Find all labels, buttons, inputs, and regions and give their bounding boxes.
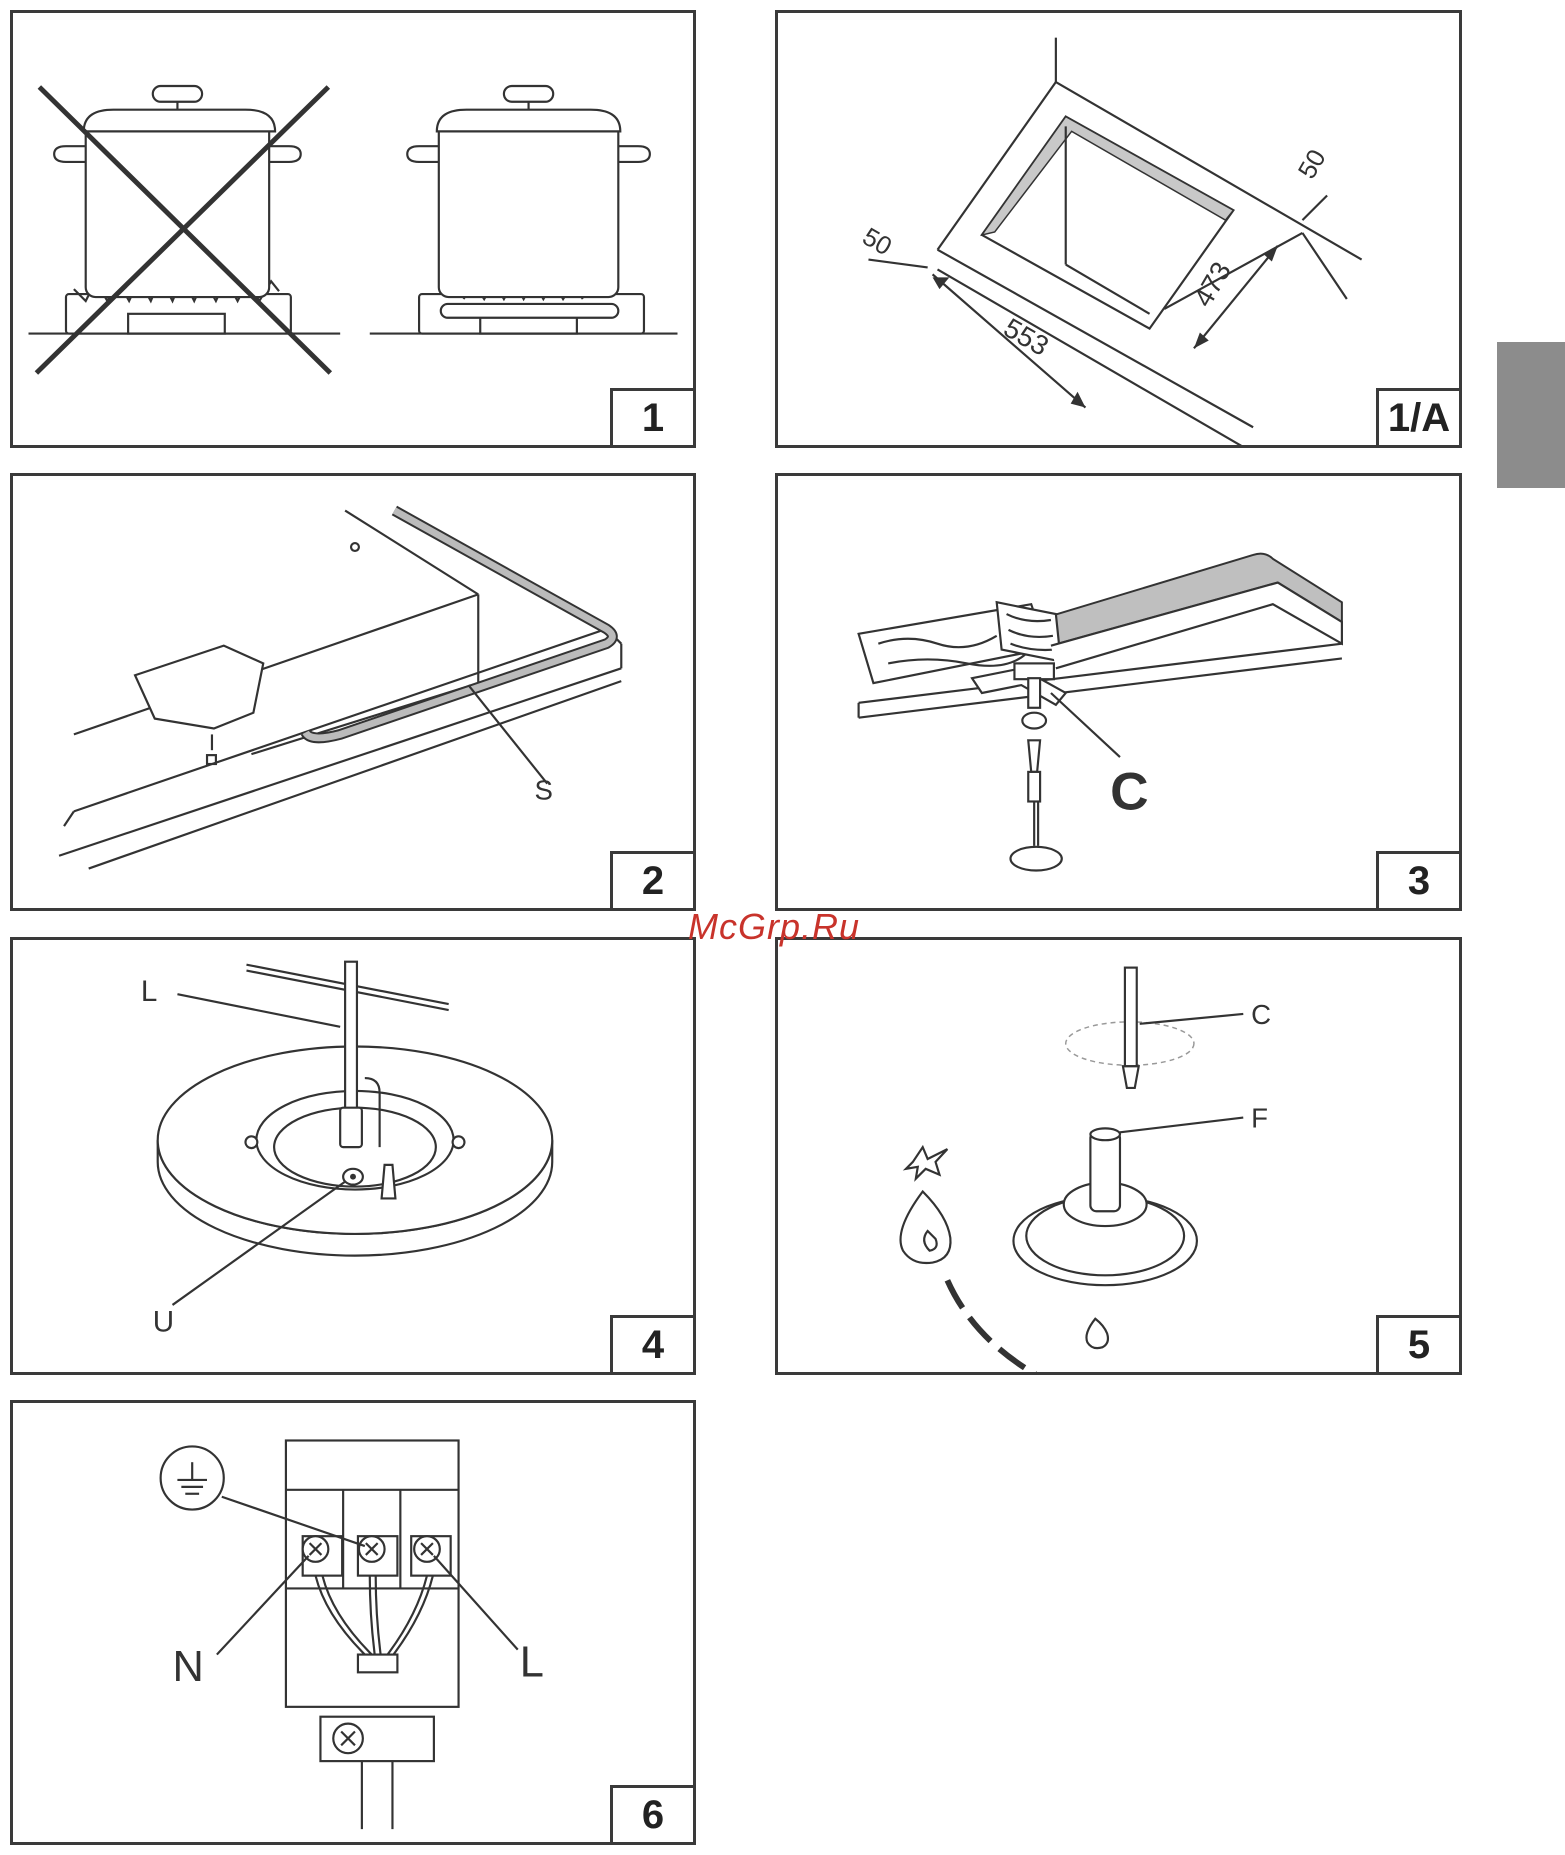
figure-number: 6 bbox=[610, 1785, 696, 1845]
figure-number: 1/A bbox=[1376, 388, 1462, 448]
side-tab bbox=[1497, 342, 1565, 488]
figure-1a-drawing: 50 50 553 473 bbox=[778, 13, 1459, 445]
callout-u: U bbox=[153, 1306, 174, 1339]
figure-6-panel: N L 6 bbox=[10, 1400, 696, 1845]
figure-4-drawing: L U bbox=[13, 940, 693, 1372]
figure-1-panel: 1 bbox=[10, 10, 696, 448]
figure-number: 4 bbox=[610, 1315, 696, 1375]
figure-1a-panel: 50 50 553 473 1/A bbox=[775, 10, 1462, 448]
callout-c: C bbox=[1251, 999, 1271, 1030]
dim-width: 553 bbox=[999, 312, 1054, 362]
figure-number: 3 bbox=[1376, 851, 1462, 911]
callout-n: N bbox=[172, 1643, 203, 1691]
dim-left: 50 bbox=[858, 223, 897, 262]
figure-5-drawing: C F bbox=[778, 940, 1459, 1372]
figure-3-panel: C 3 bbox=[775, 473, 1462, 911]
figure-number: 5 bbox=[1376, 1315, 1462, 1375]
callout-l: L bbox=[141, 975, 157, 1008]
figure-1-drawing bbox=[13, 13, 693, 445]
figure-number: 2 bbox=[610, 851, 696, 911]
figure-4-panel: L U 4 bbox=[10, 937, 696, 1375]
callout-s: S bbox=[534, 775, 552, 806]
figure-5-panel: C F 5 bbox=[775, 937, 1462, 1375]
figure-2-drawing: S bbox=[13, 476, 693, 908]
figure-3-drawing: C bbox=[778, 476, 1459, 908]
figure-number: 1 bbox=[610, 388, 696, 448]
figure-2-panel: S 2 bbox=[10, 473, 696, 911]
callout-c: C bbox=[1110, 762, 1148, 821]
figure-6-drawing: N L bbox=[13, 1403, 693, 1842]
callout-f: F bbox=[1251, 1102, 1268, 1133]
dim-right: 50 bbox=[1293, 145, 1332, 184]
watermark: McGrp.Ru bbox=[688, 906, 860, 948]
callout-l: L bbox=[520, 1638, 544, 1686]
